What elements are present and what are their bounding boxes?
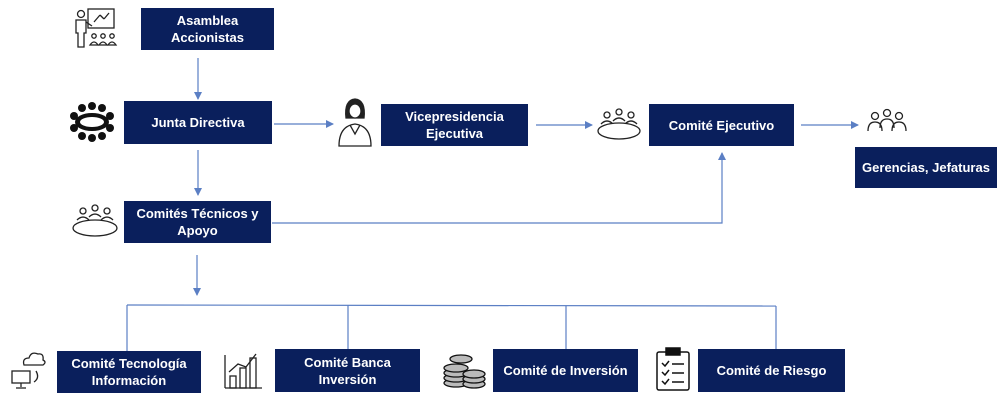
comites-tecnicos-label-line2: Apoyo: [177, 223, 218, 238]
boardroom-table-icon: [70, 102, 114, 142]
comite-tecnologia-box: Comité Tecnología Información: [57, 351, 201, 393]
comite-riesgo-box: Comité de Riesgo: [698, 349, 845, 392]
comite-ejecutivo-label: Comité Ejecutivo: [668, 117, 775, 133]
connector-comites-tecnicos-to-comite-ejecutivo: [272, 152, 726, 224]
comite-inversion-box: Comité de Inversión: [493, 349, 638, 392]
vicepresidencia-label-line1: Vicepresidencia: [405, 109, 504, 124]
comite-banca-label-line1: Comité Banca: [304, 354, 391, 370]
meeting-table-icon: [72, 204, 118, 237]
connectors: [126, 58, 859, 352]
bar-chart-icon: [224, 353, 262, 389]
clipboard-checklist-icon: [656, 347, 690, 391]
comite-ejecutivo-box: Comité Ejecutivo: [649, 104, 794, 146]
asamblea-label-line2: Accionistas: [171, 30, 244, 45]
coin-stacks-icon: [443, 354, 486, 389]
comite-tecnologia-label-line2: Información: [91, 373, 167, 388]
gerencias-label: Gerencias, Jefaturas: [862, 160, 990, 175]
junta-label: Junta Directiva: [151, 115, 245, 130]
presentation-audience-icon: [75, 8, 118, 48]
gerencias-jefaturas-box: Gerencias, Jefaturas: [855, 147, 997, 188]
comites-tecnicos-label-line1: Comités Técnicos y: [136, 206, 259, 221]
vicepresidencia-label-line2: Ejecutiva: [425, 126, 484, 141]
asamblea-label-line1: Asamblea: [176, 13, 239, 28]
businesswoman-icon: [338, 98, 372, 147]
comite-banca-inversion-box: Comité Banca Inversión: [275, 349, 420, 392]
comite-tecnologia-label-line1: Comité Tecnología: [71, 356, 187, 371]
meeting-table-icon: [597, 108, 641, 140]
team-people-icon: [867, 108, 907, 132]
asamblea-accionistas-box: Asamblea Accionistas: [141, 8, 274, 50]
comite-riesgo-label: Comité de Riesgo: [716, 363, 827, 378]
comite-inversion-label: Comité de Inversión: [503, 363, 628, 378]
subcommittee-bus-line: [126, 304, 777, 307]
cloud-computer-icon: [11, 352, 46, 389]
comites-tecnicos-apoyo-box: Comités Técnicos y Apoyo: [124, 201, 271, 243]
comite-banca-label-line2: Inversión: [318, 371, 377, 387]
junta-directiva-box: Junta Directiva: [124, 101, 272, 144]
vicepresidencia-ejecutiva-box: Vicepresidencia Ejecutiva: [381, 104, 528, 146]
